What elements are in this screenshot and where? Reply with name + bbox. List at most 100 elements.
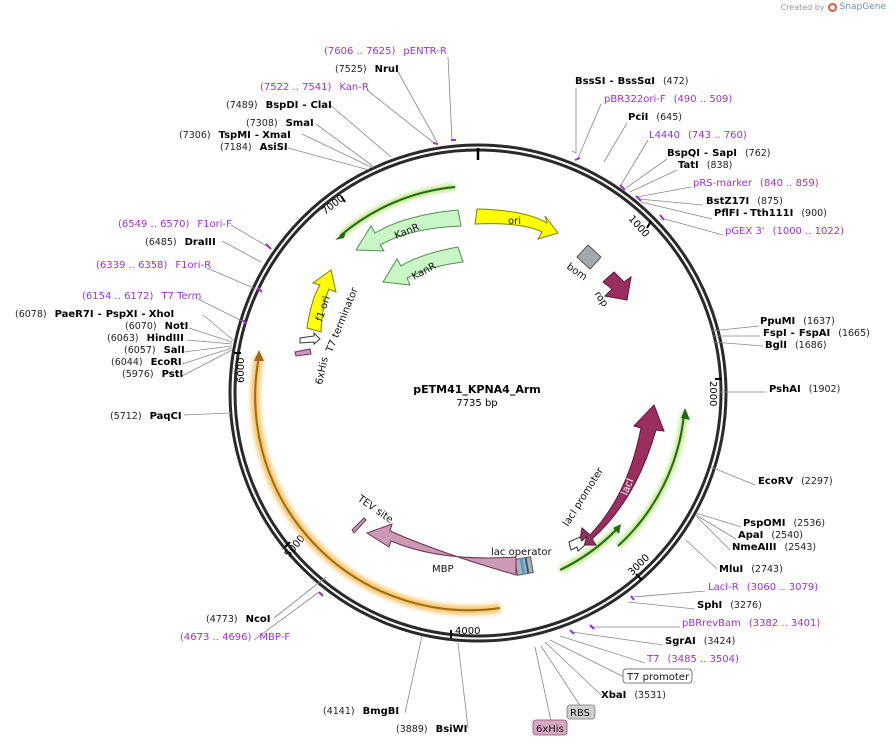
svg-text:(6078)PaeR7I-PspXI-XhoI: (6078)PaeR7I-PspXI-XhoI	[15, 309, 174, 320]
enzyme-hindiii[interactable]: (6063)HindIII	[107, 333, 184, 344]
enzyme-apai[interactable]: ApaI(2540)	[738, 530, 803, 541]
svg-text:T7(3485 .. 3504): T7(3485 .. 3504)	[646, 654, 739, 665]
enzyme-bsiwi[interactable]: (3889)BsiWI	[396, 724, 467, 735]
enzyme-bstz17i[interactable]: BstZ17I(875)	[706, 196, 783, 207]
enzyme-paqci[interactable]: (5712)PaqCI	[110, 411, 182, 422]
svg-text:(6044)EcoRI: (6044)EcoRI	[111, 357, 182, 368]
feature-rop[interactable]: rop	[592, 271, 632, 309]
orf-arc-laci-arrow	[681, 408, 690, 420]
enzyme-bspqi[interactable]: BspQI-SapI(762)	[667, 148, 771, 159]
svg-text:SgrAI(3424): SgrAI(3424)	[665, 636, 735, 647]
svg-text:(7306)TspMI-XmaI: (7306)TspMI-XmaI	[179, 130, 291, 141]
enzyme-mlui[interactable]: MluI(2743)	[719, 564, 783, 575]
enzyme-bspdi[interactable]: (7489)BspDI-ClaI	[226, 100, 332, 111]
svg-text:(6549 .. 6570)F1ori-F: (6549 .. 6570)F1ori-F	[118, 219, 232, 230]
enzyme-asisi[interactable]: (7184)AsiSI	[220, 142, 288, 153]
enzyme-fspi[interactable]: FspI-FspAI(1665)	[763, 328, 870, 339]
feature-box-rbs[interactable]: RBS	[566, 704, 596, 720]
primer-pbr322ori-f[interactable]: pBR322ori-F(490 .. 509)	[604, 94, 732, 105]
orf-arc-7000-line	[339, 186, 456, 237]
svg-text:EcoRV(2297): EcoRV(2297)	[758, 476, 833, 487]
snapgene-watermark: Created by SnapGene	[781, 2, 886, 12]
svg-text:LacI-R(3060 .. 3079): LacI-R(3060 .. 3079)	[708, 582, 818, 593]
primer-pbrrevbam[interactable]: pBRrevBam(3382 .. 3401)	[682, 618, 820, 629]
feature-f1-ori[interactable]: f1 ori	[306, 269, 337, 333]
feature-6xhis-label: 6xHis	[314, 356, 331, 385]
primer-prs-marker[interactable]: pRS-marker(840 .. 859)	[693, 178, 819, 189]
svg-text:T7 promoter: T7 promoter	[626, 672, 690, 683]
enzyme-ecorv[interactable]: EcoRV(2297)	[758, 476, 833, 487]
orf-arc-mbp-line	[254, 355, 501, 612]
enzyme-tati[interactable]: TatI(838)	[678, 160, 732, 171]
primer-laci-r[interactable]: LacI-R(3060 .. 3079)	[708, 582, 818, 593]
svg-text:pBR322ori-F(490 .. 509): pBR322ori-F(490 .. 509)	[604, 94, 732, 105]
svg-text:(4773)NcoI: (4773)NcoI	[206, 614, 270, 625]
plasmid-name: pETM41_KPNA4_Arm	[413, 383, 541, 396]
enzyme-ecori[interactable]: (6044)EcoRI	[111, 357, 182, 368]
enzyme-pshai[interactable]: PshAI(1902)	[769, 384, 840, 395]
primer-mbp-f[interactable]: (4673 .. 4696)MBP-F	[180, 632, 290, 643]
enzyme-nmeaiii[interactable]: NmeAIII(2543)	[732, 542, 816, 553]
enzyme-bmgbi[interactable]: (4141)BmgBI	[323, 706, 399, 717]
svg-text:(4673 .. 4696)MBP-F: (4673 .. 4696)MBP-F	[180, 632, 290, 643]
orf-arc-7000-arrow	[335, 231, 346, 240]
svg-text:(6154 .. 6172)T7 Term: (6154 .. 6172)T7 Term	[82, 291, 201, 302]
primer-l4440[interactable]: L4440(743 .. 760)	[649, 130, 747, 141]
enzyme-pcii[interactable]: PciI(645)	[628, 112, 682, 123]
orf-arc-laci-line	[617, 413, 685, 547]
enzyme-pspomi[interactable]: PspOMI(2536)	[743, 518, 825, 529]
feature-mbp-label: MBP	[432, 564, 454, 575]
svg-text:(6057)SalI: (6057)SalI	[124, 345, 185, 356]
svg-text:BspQI-SapI(762): BspQI-SapI(762)	[667, 148, 771, 159]
primer-marks	[242, 139, 665, 635]
primer-t7-term[interactable]: (6154 .. 6172)T7 Term	[82, 291, 201, 302]
primer-pentr-r[interactable]: (7606 .. 7625)pENTR-R	[324, 46, 447, 57]
feature-box-t7-promoter[interactable]: T7 promoter	[622, 668, 693, 684]
feature-mbp[interactable]: MBP	[365, 523, 517, 576]
enzyme-bgli[interactable]: BglI(1686)	[765, 340, 827, 351]
enzyme-bsssi[interactable]: BssSI-BssSαI(472)	[575, 76, 688, 87]
feature-laci-promoter-label: lacI promoter	[561, 465, 606, 528]
enzyme-ppumi[interactable]: PpuMI(1637)	[760, 316, 835, 327]
primer-pgex3[interactable]: pGEX 3'(1000 .. 1022)	[725, 226, 844, 237]
enzyme-pfifi[interactable]: PflFI-Tth111I(900)	[714, 208, 827, 219]
enzyme-nrui[interactable]: (7525)NruI	[335, 64, 399, 75]
svg-text:BssSI-BssSαI(472): BssSI-BssSαI(472)	[575, 76, 688, 87]
enzyme-paer7i[interactable]: (6078)PaeR7I-PspXI-XhoI	[15, 309, 174, 320]
enzyme-xbai[interactable]: XbaI(3531)	[601, 690, 666, 701]
svg-text:XbaI(3531): XbaI(3531)	[601, 690, 666, 701]
primer-f1ori-r[interactable]: (6339 .. 6358)F1ori-R	[96, 260, 211, 271]
feature-tev-label: TEV site	[354, 493, 394, 526]
enzyme-sali[interactable]: (6057)SalI	[124, 345, 185, 356]
enzyme-sgrai[interactable]: SgrAI(3424)	[665, 636, 735, 647]
primer-t7[interactable]: T7(3485 .. 3504)	[646, 654, 739, 665]
feature-6xhis[interactable]: 6xHis	[294, 348, 331, 386]
snapgene-brand-text: SnapGene	[839, 2, 886, 12]
feature-kanr-2[interactable]: KanR	[382, 246, 464, 286]
svg-text:PciI(645): PciI(645)	[628, 112, 682, 123]
svg-text:6xHis: 6xHis	[536, 724, 564, 735]
enzyme-smai[interactable]: (7308)SmaI	[246, 118, 314, 129]
svg-text:(7606 .. 7625)pENTR-R: (7606 .. 7625)pENTR-R	[324, 46, 447, 57]
primer-f1ori-f[interactable]: (6549 .. 6570)F1ori-F	[118, 219, 232, 230]
feature-ori[interactable]: ori	[474, 208, 559, 240]
svg-text:pRS-marker(840 .. 859): pRS-marker(840 .. 859)	[693, 178, 819, 189]
svg-text:(5976)PstI: (5976)PstI	[122, 369, 183, 380]
svg-text:SphI(3276): SphI(3276)	[697, 600, 762, 611]
enzyme-tspmi[interactable]: (7306)TspMI-XmaI	[179, 130, 291, 141]
enzyme-ncoi[interactable]: (4773)NcoI	[206, 614, 270, 625]
feature-box-6xhis[interactable]: 6xHis	[532, 719, 568, 736]
svg-text:(7308)SmaI: (7308)SmaI	[246, 118, 314, 129]
enzyme-draiii[interactable]: (6485)DraIII	[145, 237, 216, 248]
enzyme-noti[interactable]: (6070)NotI	[125, 321, 188, 332]
enzyme-psti[interactable]: (5976)PstI	[122, 369, 183, 380]
svg-text:(4141)BmgBI: (4141)BmgBI	[323, 706, 399, 717]
svg-text:pGEX 3'(1000 .. 1022): pGEX 3'(1000 .. 1022)	[725, 226, 844, 237]
feature-bom[interactable]: bom	[564, 244, 602, 283]
svg-text:ApaI(2540): ApaI(2540)	[738, 530, 803, 541]
svg-text:(7184)AsiSI: (7184)AsiSI	[220, 142, 288, 153]
feature-rop-label: rop	[592, 289, 610, 309]
primer-kan-r[interactable]: (7522 .. 7541)Kan-R	[260, 82, 369, 93]
enzyme-sphi[interactable]: SphI(3276)	[697, 600, 762, 611]
